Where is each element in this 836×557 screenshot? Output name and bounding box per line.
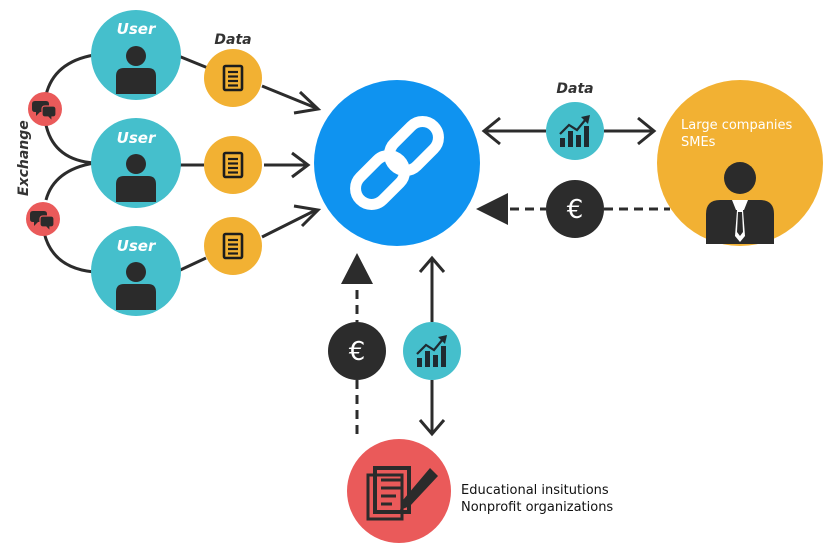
edit-document-icon [366, 466, 438, 521]
user-node-1: User [91, 10, 181, 100]
user-label: User [117, 129, 157, 147]
euro-icon: € [567, 195, 584, 225]
user-label: User [117, 20, 157, 38]
connector-line [175, 256, 207, 274]
data-label-right: Data [556, 81, 593, 97]
data-doc-1 [204, 49, 262, 107]
arrow-doc2-to-hub [264, 151, 311, 179]
exchange-curve [42, 231, 95, 274]
organizations-line-1: Educational insitutions [461, 483, 609, 498]
payment-arrow-companies [476, 193, 670, 225]
user-node-2: User [91, 118, 181, 208]
exchange-bubble-top [28, 92, 62, 126]
companies-line-2: SMEs [681, 135, 716, 150]
organizations-line-2: Nonprofit organizations [461, 500, 613, 515]
exchange-curve [44, 161, 95, 201]
companies-node: Large companies SMEs [657, 80, 823, 246]
connector-line [175, 53, 209, 70]
chart-badge-bottom [403, 322, 461, 380]
payment-arrow-orgs [341, 253, 373, 434]
arrow-doc3-to-hub [261, 204, 322, 239]
exchange-bubble-bottom [26, 202, 60, 236]
chain-link-icon [350, 116, 444, 210]
central-hub [314, 80, 480, 246]
chart-badge-right [546, 102, 604, 160]
arrow-hub-orgs [418, 255, 446, 437]
euro-badge-right: € [546, 180, 604, 238]
euro-badge-bottom: € [328, 322, 386, 380]
companies-line-1: Large companies [681, 118, 793, 133]
data-doc-3 [204, 217, 262, 275]
exchange-label: Exchange [16, 120, 32, 196]
user-label: User [117, 237, 157, 255]
euro-icon: € [349, 337, 366, 367]
arrow-hub-companies [481, 116, 657, 146]
data-label-left: Data [214, 32, 251, 48]
businessman-icon [706, 162, 774, 244]
data-doc-2 [204, 136, 262, 194]
organizations-node [347, 439, 451, 543]
user-node-3: User [91, 226, 181, 316]
exchange-curve [44, 53, 95, 96]
exchange-curve [44, 124, 95, 165]
arrow-doc1-to-hub [261, 84, 322, 115]
